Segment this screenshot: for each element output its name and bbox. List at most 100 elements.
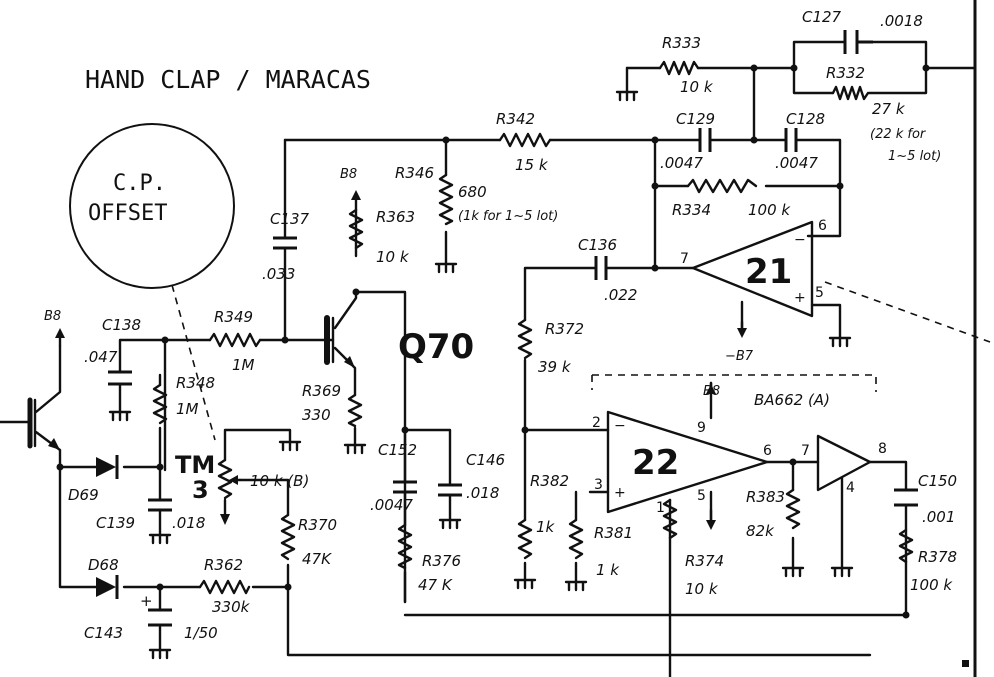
svg-text:(1k for 1~5 lot): (1k for 1~5 lot) <box>458 209 558 224</box>
ground-tm3 <box>278 440 302 452</box>
ground-r383 <box>781 566 805 578</box>
resistor-r381 <box>568 518 584 560</box>
callout-line2: OFFSET <box>88 201 167 226</box>
svg-text:R372: R372 <box>545 320 584 338</box>
capacitor-c137 <box>273 236 297 250</box>
svg-text:.0018: .0018 <box>880 12 923 30</box>
active-devices <box>27 220 872 599</box>
svg-text:1M: 1M <box>232 356 255 374</box>
svg-text:.001: .001 <box>922 508 955 526</box>
capacitor-c129 <box>698 128 712 152</box>
svg-text:.033: .033 <box>262 265 295 283</box>
svg-text:27 k: 27 k <box>872 100 906 118</box>
svg-text:10 k: 10 k <box>680 78 714 96</box>
svg-text:(22 k for: (22 k for <box>870 127 927 142</box>
svg-text:B8: B8 <box>340 167 357 182</box>
resistor-r372 <box>517 318 533 360</box>
svg-text:1 k: 1 k <box>596 561 620 579</box>
capacitor-c146 <box>438 483 462 497</box>
ground-c146 <box>438 518 462 530</box>
svg-text:100 k: 100 k <box>748 201 791 219</box>
ground-r382 <box>513 578 537 590</box>
svg-text:−B7: −B7 <box>725 349 754 364</box>
svg-text:47K: 47K <box>302 550 332 568</box>
q70-emitter-arrow <box>344 356 355 368</box>
junctions <box>56 64 930 619</box>
capacitor-c138 <box>108 370 132 386</box>
resistor-r334 <box>686 178 758 194</box>
resistor-r333 <box>658 60 700 76</box>
supply-arrows <box>55 190 747 530</box>
resistor-r362 <box>198 579 251 595</box>
resistor-r369 <box>347 393 363 428</box>
svg-text:C152: C152 <box>378 441 417 459</box>
svg-text:−: − <box>794 232 806 248</box>
svg-text:R370: R370 <box>298 516 337 534</box>
svg-text:9: 9 <box>697 420 706 436</box>
ground-c139 <box>148 533 172 545</box>
svg-text:2: 2 <box>592 415 601 431</box>
svg-text:39 k: 39 k <box>538 358 572 376</box>
ground-r333 <box>615 66 639 102</box>
svg-text:6: 6 <box>818 218 827 234</box>
svg-text:15 k: 15 k <box>515 156 549 174</box>
svg-text:R376: R376 <box>422 552 461 570</box>
svg-text:3: 3 <box>594 477 603 493</box>
svg-text:C138: C138 <box>102 316 141 334</box>
opamp-22 <box>606 410 769 514</box>
svg-text:R383: R383 <box>746 488 785 506</box>
svg-text:.0047: .0047 <box>370 496 413 514</box>
svg-text:R382: R382 <box>530 472 569 490</box>
capacitor-c143 <box>148 608 172 627</box>
svg-text:10 k: 10 k <box>685 580 719 598</box>
svg-text:680: 680 <box>458 183 487 201</box>
svg-text:C137: C137 <box>270 210 310 228</box>
svg-text:B8: B8 <box>44 309 61 324</box>
svg-text:R363: R363 <box>376 208 415 226</box>
ground-buffer <box>830 566 854 578</box>
svg-text:10 k: 10 k <box>376 248 410 266</box>
diagram-title: HAND CLAP / MARACAS <box>85 65 371 94</box>
resistor-r383 <box>785 488 801 530</box>
ground-c138 <box>108 410 132 422</box>
diode-d69 <box>96 457 116 477</box>
svg-text:1~5 lot): 1~5 lot) <box>888 149 941 164</box>
ic-part-label: BA662 (A) <box>754 391 830 409</box>
capacitors <box>108 30 918 627</box>
left-emitter-arrow <box>48 438 60 450</box>
svg-text:6: 6 <box>763 443 772 459</box>
svg-text:8: 8 <box>878 441 887 457</box>
svg-text:C127: C127 <box>802 8 842 26</box>
svg-text:1: 1 <box>656 500 665 516</box>
svg-text:R378: R378 <box>918 548 957 566</box>
ba662-dashed-box <box>591 374 877 392</box>
resistor-r370 <box>280 513 296 561</box>
svg-text:C143: C143 <box>84 624 123 642</box>
svg-text:4: 4 <box>846 480 855 496</box>
svg-text:5: 5 <box>815 285 824 301</box>
svg-text:R369: R369 <box>302 382 341 400</box>
transistor-q70-label: Q70 <box>398 327 474 367</box>
svg-text:R334: R334 <box>672 201 711 219</box>
resistor-r349 <box>208 332 262 348</box>
ground-r369 <box>343 443 367 455</box>
cp-offset-callout <box>69 123 235 289</box>
svg-text:C150: C150 <box>918 472 957 490</box>
resistors <box>152 60 914 595</box>
opamp-22-label: 22 <box>632 443 679 483</box>
capacitor-c152 <box>393 480 417 494</box>
svg-text:−: − <box>614 418 626 434</box>
resistor-r382 <box>517 518 533 560</box>
resistor-r378 <box>898 528 914 564</box>
ic21-dashed-link <box>824 281 991 343</box>
resistor-r363 <box>348 208 364 250</box>
svg-text:+: + <box>614 485 626 501</box>
svg-text:D68: D68 <box>88 556 119 574</box>
diode-d68 <box>96 577 116 597</box>
capacitor-c128 <box>784 128 798 152</box>
buffer-amp <box>816 434 872 492</box>
svg-text:C129: C129 <box>676 110 715 128</box>
svg-text:100 k: 100 k <box>910 576 953 594</box>
